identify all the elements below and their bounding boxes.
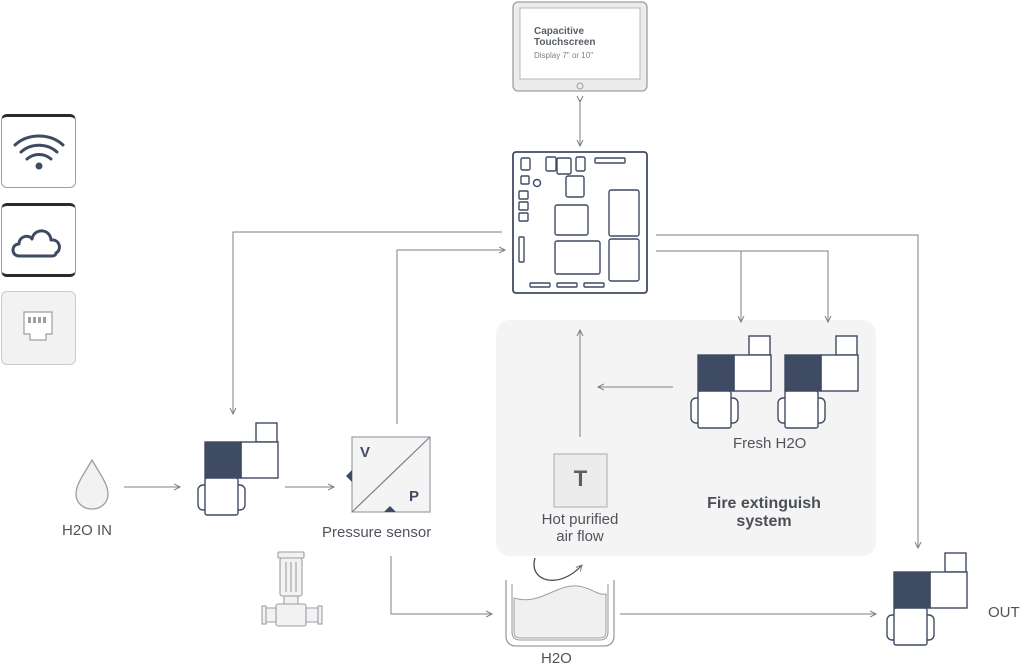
- fresh-water-valve-1[interactable]: [690, 335, 772, 429]
- pressure-sensor[interactable]: [346, 436, 431, 513]
- touchscreen-subtitle: Display 7" or 10": [534, 51, 594, 60]
- sensor-to-tank-arrow: [390, 556, 492, 614]
- board-to-fresh-valve-2: [741, 250, 828, 322]
- hot-air-label-line1: Hot purified: [541, 511, 619, 528]
- water-drop-icon: [75, 458, 109, 510]
- hot-air-curve: [533, 557, 582, 581]
- connection-lines: [124, 100, 918, 614]
- fire-system-title-line1: Fire extinguish: [707, 495, 821, 512]
- cloud-icon: [11, 229, 61, 258]
- ethernet-card[interactable]: [1, 291, 76, 365]
- hot-air-label-line2: air flow: [556, 528, 604, 545]
- sensor-letter-v: V: [360, 444, 371, 461]
- inlet-label: H2O IN: [62, 522, 113, 539]
- pressure-sensor-label: Pressure sensor: [322, 524, 432, 541]
- board-to-outlet-valve: [656, 234, 918, 548]
- inlet-solenoid-valve[interactable]: [197, 422, 279, 516]
- temperature-sensor[interactable]: [553, 453, 608, 508]
- outlet-label: OUT: [988, 604, 1020, 621]
- board-to-fresh-valve-1: [656, 250, 741, 322]
- touchscreen-title-line1: Capacitive: [534, 26, 585, 37]
- fire-system-title-line2: system: [736, 513, 792, 530]
- cloud-card[interactable]: [1, 203, 76, 277]
- fresh-water-valve-2[interactable]: [777, 335, 859, 429]
- outlet-solenoid-valve[interactable]: [886, 552, 968, 646]
- fresh-water-label: Fresh H2O: [733, 435, 807, 452]
- wifi-card[interactable]: [1, 114, 76, 188]
- temp-sensor-letter: T: [573, 466, 588, 491]
- tank-label: H2O: [541, 650, 572, 667]
- pump-icon: [261, 551, 323, 627]
- sensor-letter-p: P: [409, 488, 420, 505]
- ethernet-icon: [23, 311, 53, 341]
- controller-board[interactable]: [512, 151, 648, 294]
- water-tank: [505, 580, 615, 647]
- touchscreen-title-line2: Touchscreen: [534, 37, 596, 48]
- board-to-inlet-valve: [233, 231, 502, 414]
- sensor-to-board: [396, 250, 505, 424]
- wifi-icon: [13, 134, 65, 170]
- touchscreen-device[interactable]: [512, 1, 648, 92]
